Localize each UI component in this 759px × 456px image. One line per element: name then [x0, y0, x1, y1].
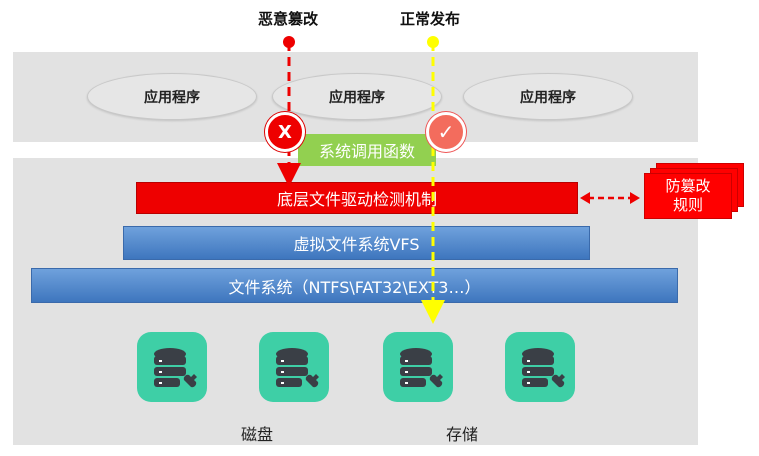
anti-tamper-rules-card[interactable]: 防篡改 规则 [644, 173, 732, 219]
syscall-function-bar: 系统调用函数 [298, 134, 436, 166]
malicious-path-arrow [277, 36, 301, 187]
driver-detection-bar: 底层文件驱动检测机制 [136, 182, 578, 214]
file-system-label: 文件系统（NTFS\FAT32\EXT3…） [228, 277, 481, 297]
database-disk-icon-1 [137, 332, 207, 402]
vfs-label: 虚拟文件系统VFS [293, 235, 420, 254]
application-node-2[interactable]: 应用程序 [272, 73, 442, 120]
normal-path-arrow [421, 36, 445, 324]
malicious-tamper-label: 恶意篡改 [258, 10, 319, 28]
vfs-bar: 虚拟文件系统VFS [123, 226, 590, 260]
normal-publish-label: 正常发布 [400, 10, 461, 28]
database-disk-icon-2 [259, 332, 329, 402]
application-node-3[interactable]: 应用程序 [463, 73, 633, 120]
database-disk-icon-4 [505, 332, 575, 402]
disk-label: 磁盘 [241, 425, 274, 444]
database-wrench-icon [522, 348, 565, 388]
application-layer-panel: 应用程序 应用程序 应用程序 [13, 52, 698, 142]
storage-label: 存储 [446, 425, 479, 444]
accept-check-icon: ✓ [426, 112, 466, 152]
database-wrench-icon [276, 348, 319, 388]
rules-label-line1: 防篡改 [665, 177, 711, 195]
driver-detection-label: 底层文件驱动检测机制 [276, 190, 437, 209]
application-node-1[interactable]: 应用程序 [87, 73, 257, 120]
rules-link-arrow [580, 192, 640, 204]
file-system-bar: 文件系统（NTFS\FAT32\EXT3…） [31, 268, 678, 303]
syscall-function-label: 系统调用函数 [318, 142, 415, 161]
database-wrench-icon [154, 348, 197, 388]
reject-mark-icon: X [265, 112, 305, 152]
database-disk-icon-3 [383, 332, 453, 402]
rules-label-line2: 规则 [672, 196, 703, 214]
database-wrench-icon [400, 348, 443, 388]
